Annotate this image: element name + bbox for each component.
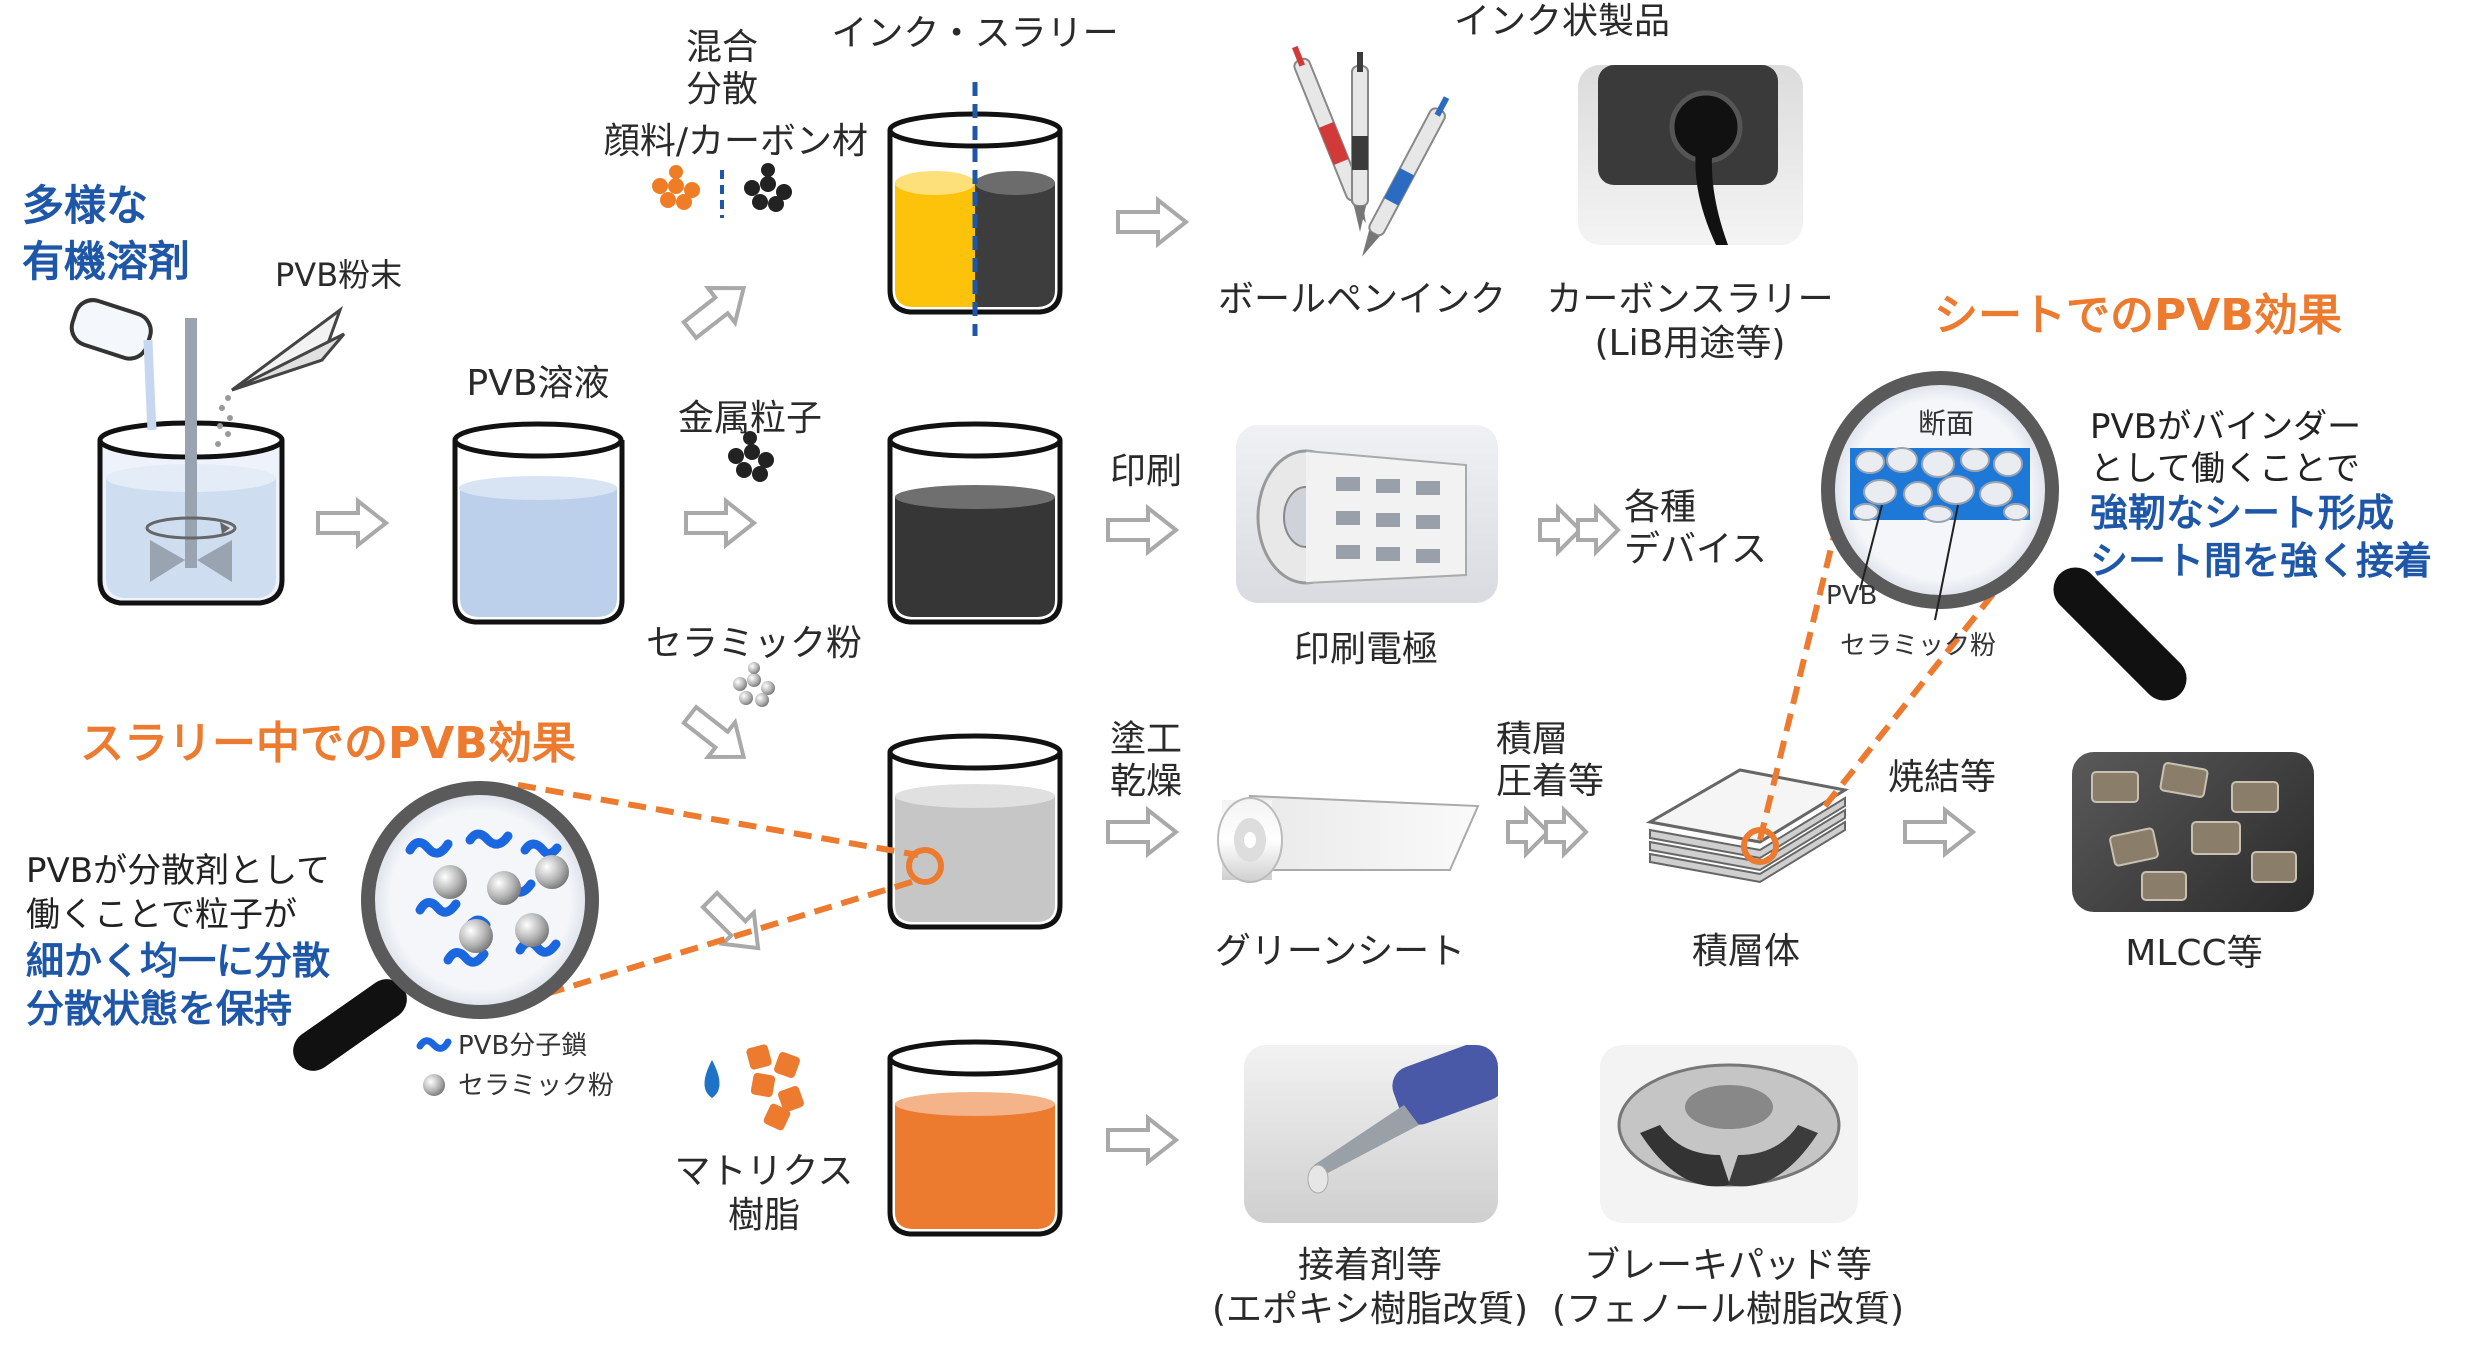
sheet-ceramic-label: セラミック粉 — [1840, 631, 1997, 661]
laminated-stack-icon — [1645, 768, 1850, 884]
sheet-effect-title: シートでのPVB効果 — [1934, 290, 2342, 341]
pen-ink-label: ボールペンインク — [1217, 279, 1507, 320]
mix-label-line1: 混合 — [685, 27, 759, 68]
mix-label-line2: 分散 — [685, 69, 759, 110]
matrix-label-line1: マトリクス — [674, 1151, 854, 1192]
sinter-label: 焼結等 — [1888, 757, 1997, 798]
pvb-solution-label: PVB溶液 — [466, 363, 610, 404]
metal-paste-beaker — [887, 421, 1063, 625]
pvb-solution-beaker — [452, 421, 625, 625]
slurry-effect-line1: PVBが分散剤として — [26, 851, 331, 891]
slurry-effect-title: スラリー中でのPVB効果 — [80, 718, 576, 769]
green-sheet-label: グリーンシート — [1214, 931, 1466, 972]
sheet-effect-line1: PVBがバインダー — [2090, 407, 2362, 447]
branch-arrow-matrix — [694, 884, 773, 963]
sheet-pvb-label: PVB — [1826, 581, 1878, 611]
metal-particles-label: 金属粒子 — [677, 398, 823, 439]
adhesive-label-line2: (エポキシ樹脂改質) — [1211, 1289, 1529, 1330]
resin-cubes-icon — [746, 1044, 804, 1131]
pvb-chain-legend-icon — [416, 1037, 452, 1052]
adhesive-label-line1: 接着剤等 — [1297, 1245, 1443, 1286]
laminate-body-label: 積層体 — [1691, 931, 1801, 972]
ink-products-heading: インク状製品 — [1453, 1, 1671, 42]
slurry-effect-bold2: 分散状態を保持 — [26, 987, 293, 1031]
coat-label-line1: 塗工 — [1110, 719, 1183, 760]
green-sheet-roll-icon — [1217, 794, 1480, 883]
sheet-effect-line2: として働くことで — [2090, 449, 2360, 489]
carbon-slurry-label-line2: (LiB用途等) — [1594, 323, 1786, 364]
printed-electrode-photo — [1236, 425, 1498, 603]
laminate-label-line2: 圧着等 — [1496, 761, 1605, 802]
legend-pvb-chain: PVB分子鎖 — [458, 1031, 588, 1061]
slurry-effect-line2: 働くことで粒子が — [26, 895, 297, 935]
matrix-resin-beaker — [887, 1039, 1063, 1237]
metal-particles-icon — [728, 431, 774, 482]
legend-ceramic: セラミック粉 — [458, 1071, 615, 1101]
ceramic-particles-icon — [733, 662, 775, 707]
devices-label-line1: 各種 — [1624, 487, 1697, 528]
ceramic-powder-label: セラミック粉 — [645, 623, 863, 664]
ballpoint-pens-icon — [1291, 45, 1450, 257]
solvent-bottle-icon — [69, 298, 157, 431]
solvent-label-line1: 多様な — [22, 181, 149, 230]
brake-label-line2: (フェノール樹脂改質) — [1551, 1289, 1905, 1330]
brake-label-line1: ブレーキパッド等 — [1583, 1245, 1873, 1286]
printed-electrode-label: 印刷電極 — [1293, 629, 1439, 670]
slurry-effect-bold1: 細かく均一に分散 — [26, 939, 331, 983]
pigment-label: 顔料/カーボン材 — [603, 121, 869, 162]
devices-label-line2: デバイス — [1624, 529, 1767, 570]
sheet-magnifier — [1757, 371, 2187, 841]
ink-slurry-label: インク・スラリー — [831, 13, 1119, 54]
sheet-effect-bold2: シート間を強く接着 — [2090, 539, 2433, 583]
ceramic-legend-icon — [423, 1074, 445, 1096]
laminate-label-line1: 積層 — [1496, 719, 1569, 760]
cross-section-label: 断面 — [1918, 407, 1975, 440]
water-drop-icon — [704, 1060, 720, 1098]
branch-arrow-ink — [674, 268, 760, 350]
powder-paper-icon — [215, 305, 346, 447]
brake-pad-photo — [1600, 1045, 1858, 1223]
carbon-slurry-photo — [1578, 65, 1803, 245]
mlcc-photo — [2072, 752, 2314, 912]
pigment-orange-particles — [652, 165, 700, 210]
carbon-black-particles — [744, 163, 792, 212]
slurry-magnifier — [293, 781, 919, 1071]
adhesive-photo — [1244, 1045, 1498, 1223]
print-label: 印刷 — [1110, 451, 1183, 492]
mixing-beaker — [97, 318, 285, 606]
mlcc-label: MLCC等 — [2125, 933, 2263, 974]
pvb-powder-label: PVB粉末 — [275, 256, 403, 294]
solvent-label-line2: 有機溶剤 — [22, 237, 191, 286]
ceramic-slurry-beaker — [887, 733, 1063, 930]
sheet-effect-bold1: 強靭なシート形成 — [2090, 491, 2395, 535]
matrix-label-line2: 樹脂 — [727, 1195, 801, 1236]
ink-slurry-beaker — [887, 82, 1063, 336]
coat-label-line2: 乾燥 — [1110, 761, 1183, 802]
branch-arrow-ceramic — [674, 695, 760, 777]
carbon-slurry-label-line1: カーボンスラリー — [1546, 279, 1834, 320]
